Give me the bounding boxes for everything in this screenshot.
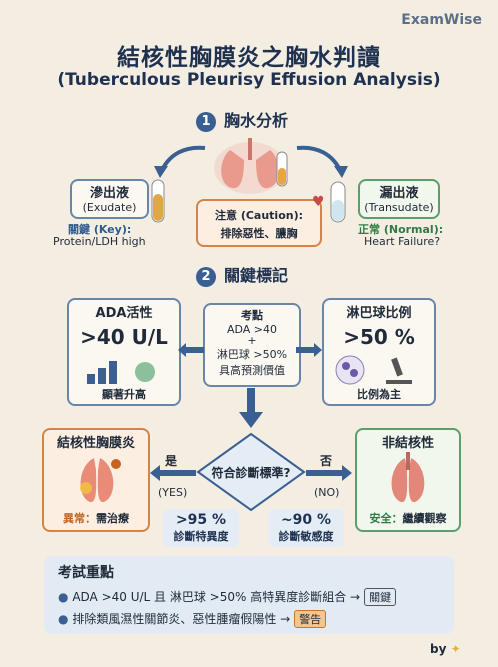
transudate-normal-label: 正常 (Normal): <box>358 223 444 236</box>
transudate-title: 漏出液 <box>379 186 419 201</box>
lymph-box: 淋巴球比例 >50 % 比例為主 <box>322 298 436 406</box>
exam-point-line2: 淋巴球 >50% <box>216 348 288 361</box>
caution-text: 排除惡性、膿胸 <box>220 227 298 240</box>
non-tb-safe-label: 安全： <box>369 512 403 525</box>
non-tb-status: 安全：繼續觀察 <box>357 510 459 526</box>
key-tag: 關鍵 <box>364 588 397 606</box>
fluid-tube-icon <box>276 151 288 187</box>
heart-icon: ♥ <box>312 194 325 210</box>
section-1-number: 1 <box>196 112 216 132</box>
transudate-tube-icon <box>330 181 346 223</box>
key-points-panel: 考試重點 ● ADA >40 U/L 且 淋巴球 >50% 高特異度診斷組合 →… <box>44 556 454 634</box>
ada-caption: 顯著升高 <box>102 388 146 401</box>
section-1-heading: 1 胸水分析 <box>196 107 288 132</box>
tb-abn-value: 需治療 <box>96 512 129 525</box>
arrow-left-ada-icon <box>178 343 204 357</box>
decision-diamond <box>196 432 306 512</box>
exudate-key-label: 關鍵 (Key): <box>68 223 132 236</box>
arrow-down-icon <box>239 388 263 428</box>
specificity-pill: >95 % 診斷特異度 <box>163 509 239 547</box>
bullet-1-icon: ● <box>58 590 69 604</box>
section-2-heading: 2 關鍵標記 <box>196 262 288 287</box>
key-points-title: 考試重點 <box>58 565 114 581</box>
exam-point-line3: 具高預測價值 <box>219 364 285 377</box>
sensitivity-label: 診斷敏感度 <box>278 530 334 543</box>
transudate-box: 漏出液 (Transudate) <box>358 179 440 219</box>
bullet-2-icon: ● <box>58 612 69 626</box>
transudate-sub: (Transudate) <box>364 201 434 214</box>
decision-question: 符合診斷標準? <box>211 466 291 480</box>
exudate-tube-icon <box>151 179 165 223</box>
decision-yes: 是 <box>165 454 178 468</box>
exudate-key-value: Protein/LDH high <box>53 235 146 248</box>
key-point-1: ● ADA >40 U/L 且 淋巴球 >50% 高特異度診斷組合 →關鍵 <box>58 588 397 606</box>
decision-yes-en: (YES) <box>158 486 188 499</box>
infected-lungs-icon <box>80 458 121 503</box>
arrow-no-icon <box>306 465 352 481</box>
ada-title: ADA活性 <box>95 306 153 321</box>
section-2-number: 2 <box>196 267 216 287</box>
transudate-normal-value: Heart Failure? <box>364 235 441 248</box>
exam-point-title: 考點 <box>241 309 263 322</box>
brand-logo: ExamWise <box>401 12 482 28</box>
tb-status: 異常：需治療 <box>44 510 148 526</box>
footer-by-text: by <box>430 642 447 656</box>
non-tb-box: 非結核性 安全：繼續觀察 <box>355 428 461 532</box>
page-title: 結核性胸膜炎之胸水判讀 <box>117 45 381 71</box>
footer-by: by ✦ <box>430 642 461 656</box>
section-2-label: 關鍵標記 <box>224 266 289 285</box>
exudate-box: 滲出液 (Exudate) <box>70 179 149 219</box>
lymph-caption: 比例為主 <box>357 388 401 401</box>
tb-pleurisy-box: 結核性胸膜炎 異常：需治療 <box>42 428 150 532</box>
caution-box: 注意 (Caution): 排除惡性、膿胸 <box>196 199 322 247</box>
page-subtitle: (Tuberculous Pleurisy Effusion Analysis) <box>57 70 441 90</box>
bar-growth-icon <box>87 361 155 384</box>
specificity-label: 診斷特異度 <box>173 530 229 543</box>
lymph-title: 淋巴球比例 <box>346 306 412 321</box>
arrow-to-transudate-icon <box>296 145 348 178</box>
specificity-value: >95 % <box>175 512 227 528</box>
arrow-to-exudate-icon <box>154 145 206 178</box>
caution-title: 注意 (Caution): <box>214 209 304 222</box>
ada-box: ADA活性 >40 U/L 顯著升高 <box>67 298 181 406</box>
key-point-1-text: ADA >40 U/L 且 淋巴球 >50% 高特異度診斷組合 → <box>72 590 361 604</box>
arrow-yes-icon <box>150 465 196 481</box>
arrow-right-lymph-icon <box>296 343 322 357</box>
exudate-sub: (Exudate) <box>82 201 137 214</box>
key-point-2: ● 排除類風濕性關節炎、惡性腫瘤假陽性 →警告 <box>58 610 327 628</box>
sensitivity-value: ~90 % <box>280 512 332 528</box>
exam-point-box: 考點 ADA >40 + 淋巴球 >50% 具高預測價值 <box>203 303 301 387</box>
lungs-icon <box>214 138 286 194</box>
decision-no: 否 <box>320 454 333 468</box>
tb-title: 結核性胸膜炎 <box>56 436 135 451</box>
ada-value: >40 U/L <box>80 325 168 349</box>
tb-abn-label: 異常： <box>63 512 96 525</box>
exudate-title: 滲出液 <box>89 186 129 201</box>
exam-point-line1: ADA >40 <box>226 323 278 336</box>
decision-no-en: (NO) <box>314 486 340 499</box>
non-tb-safe-value: 繼續觀察 <box>402 512 447 525</box>
key-point-2-text: 排除類風濕性關節炎、惡性腫瘤假陽性 → <box>72 612 291 626</box>
non-tb-title: 非結核性 <box>381 436 434 451</box>
exam-point-plus: + <box>247 334 257 347</box>
sensitivity-pill: ~90 % 診斷敏感度 <box>268 509 344 547</box>
healthy-lungs-icon <box>391 452 425 503</box>
section-1-label: 胸水分析 <box>224 111 289 130</box>
banana-logo-icon: ✦ <box>446 642 461 656</box>
microscope-cells-icon <box>335 355 412 385</box>
lymph-value: >50 % <box>343 325 415 349</box>
warning-tag: 警告 <box>294 610 327 628</box>
